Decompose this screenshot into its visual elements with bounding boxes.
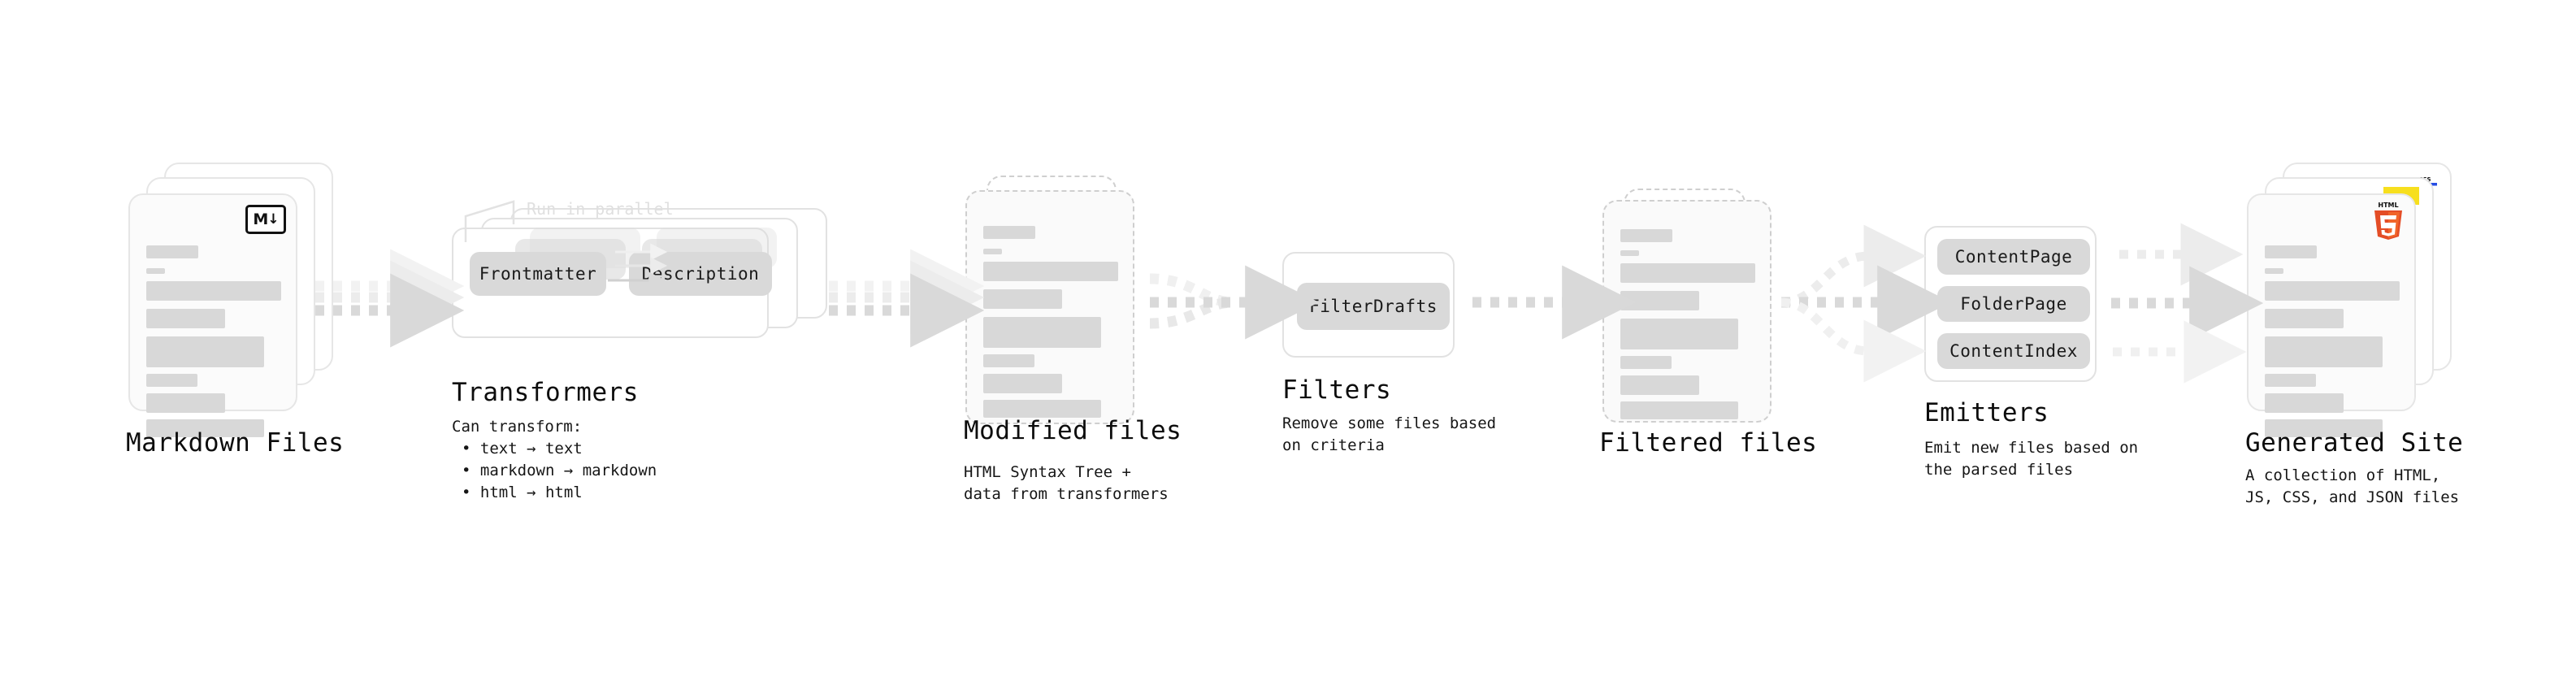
skeleton-bar	[146, 245, 198, 258]
skeleton-bar	[146, 268, 165, 274]
skeleton-bar	[2265, 336, 2383, 367]
skeleton-bar	[146, 309, 225, 328]
emitters-chip-folderpage[interactable]: FolderPage	[1937, 286, 2090, 322]
skeleton-bar	[2265, 268, 2283, 274]
markdown-card-front: M↓	[128, 193, 297, 437]
connector-modified-to-filters	[1149, 265, 1320, 340]
skeleton-bar	[983, 317, 1101, 348]
svg-text:HTML: HTML	[2378, 202, 2398, 209]
connector-transformers-to-modified	[829, 249, 985, 348]
skeleton-bar	[983, 354, 1034, 367]
markdown-badge-arrow: ↓	[267, 210, 279, 228]
markdown-badge-icon: M↓	[245, 205, 286, 234]
connector-emitters-to-generated	[2111, 223, 2264, 384]
emitters-title: Emitters	[1924, 398, 2049, 427]
filtered-card-front	[1602, 200, 1772, 423]
filters-subtitle: Remove some files based on criteria	[1282, 414, 1497, 454]
skeleton-bar	[2265, 281, 2400, 301]
generated-site-subtitle: A collection of HTML, JS, CSS, and JSON …	[2245, 466, 2460, 506]
html5-badge-icon: HTML	[2370, 200, 2406, 241]
markdown-badge-letter: M	[253, 210, 268, 228]
emitters-subtitle: Emit new files based on the parsed files	[1924, 439, 2139, 479]
transformer-chip-description[interactable]: Description	[629, 252, 772, 296]
skeleton-bar	[1620, 291, 1699, 310]
filtered-files-title: Filtered files	[1599, 428, 1818, 458]
transformers-title: Transformers	[452, 378, 639, 407]
run-in-parallel-label: Run in parallel	[527, 199, 674, 219]
skeleton-bar	[2265, 393, 2344, 413]
transformers-bullet-1: • markdown → markdown	[462, 462, 657, 479]
skeleton-bar	[1620, 229, 1672, 242]
skeleton-bar	[1620, 319, 1738, 349]
filters-chip-filterdrafts[interactable]: FilterDrafts	[1297, 283, 1450, 330]
skeleton-bar	[146, 336, 264, 367]
connector-filtered-to-emitters	[1780, 224, 1952, 383]
skeleton-bar	[983, 249, 1002, 254]
markdown-files-title: Markdown Files	[126, 428, 345, 458]
filters-group-box: FilterDrafts	[1282, 252, 1455, 358]
skeleton-bar	[2265, 309, 2344, 328]
skeleton-bar	[146, 374, 197, 387]
emitters-chip-contentindex[interactable]: ContentIndex	[1937, 333, 2090, 369]
modified-files-subtitle: HTML Syntax Tree + data from transformer…	[964, 463, 1169, 503]
skeleton-bar	[983, 400, 1101, 418]
skeleton-bar	[1620, 401, 1738, 419]
transformers-bullet-2: • html → html	[462, 484, 583, 501]
skeleton-bar	[1620, 375, 1699, 395]
emitters-group-box: ContentPage FolderPage ContentIndex	[1924, 226, 2097, 382]
skeleton-bar	[146, 393, 225, 413]
skeleton-bar	[1620, 263, 1755, 283]
emitters-chip-contentpage[interactable]: ContentPage	[1937, 239, 2090, 275]
transformer-chip-frontmatter[interactable]: Frontmatter	[470, 252, 606, 296]
transformers-subtitle: Can transform:	[452, 418, 583, 436]
skeleton-bar	[2265, 374, 2316, 387]
skeleton-bar	[2265, 245, 2317, 258]
skeleton-bar	[1620, 250, 1639, 256]
modified-card-front	[965, 190, 1134, 424]
skeleton-bar	[1620, 356, 1672, 369]
transformers-bullet-0: • text → text	[462, 440, 583, 458]
skeleton-bar	[983, 374, 1062, 393]
skeleton-bar	[983, 262, 1118, 281]
skeleton-bar	[2265, 419, 2383, 437]
skeleton-bar	[146, 419, 264, 437]
generated-card-front: HTML	[2247, 193, 2416, 437]
filters-title: Filters	[1282, 375, 1392, 405]
modified-files-title: Modified files	[964, 416, 1182, 445]
skeleton-bar	[983, 289, 1062, 309]
skeleton-bar	[146, 281, 281, 301]
skeleton-bar	[983, 226, 1035, 239]
generated-site-title: Generated Site	[2245, 428, 2464, 458]
